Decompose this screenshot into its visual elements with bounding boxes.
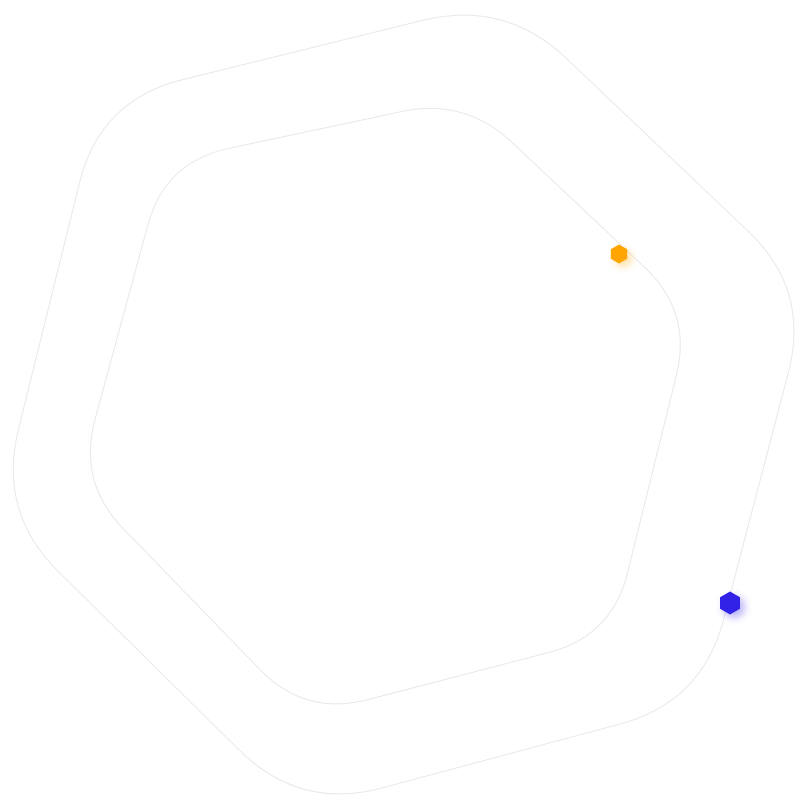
orange-hexagon-dot-icon bbox=[610, 244, 628, 264]
blue-hexagon-dot-icon bbox=[720, 591, 740, 615]
inner-hexagon-outline bbox=[89, 107, 681, 705]
outer-hexagon-outline bbox=[12, 14, 795, 795]
